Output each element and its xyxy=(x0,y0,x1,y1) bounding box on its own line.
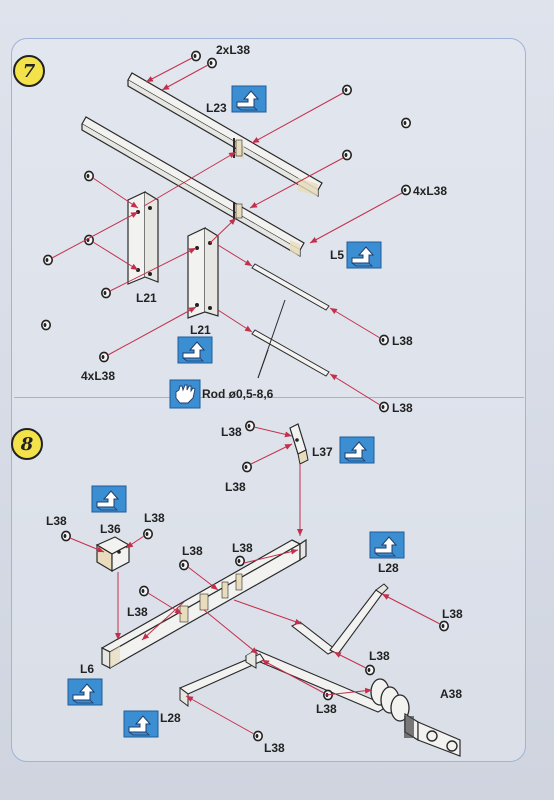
pin-l38 xyxy=(235,555,245,567)
pin-l38 xyxy=(378,334,390,346)
fold-arrow-icon xyxy=(346,241,382,269)
step-8-drawing: L38 L38 L37 L38 L38 L36 L38 L38 L38 L28 … xyxy=(46,420,463,757)
fold-arrow-icon xyxy=(91,485,127,513)
label-rod-pin-1: L38 xyxy=(392,334,413,348)
pin-l38 xyxy=(42,254,54,266)
fold-arrow-icon xyxy=(231,85,267,113)
part-l28-lower xyxy=(178,649,390,713)
step-7-badge: 7 xyxy=(13,55,45,87)
label-l28-right: L28 xyxy=(378,561,399,575)
pin-l38 xyxy=(253,730,264,742)
label-bottom-pin: L38 xyxy=(264,741,285,755)
step-divider xyxy=(14,397,524,398)
pin-l38 xyxy=(179,559,189,571)
part-l6-frame xyxy=(100,538,307,670)
label-right-pins: 4xL38 xyxy=(413,184,447,198)
pin-l38 xyxy=(191,50,201,62)
pin-l38 xyxy=(438,620,450,632)
label-top-pins: 2xL38 xyxy=(216,43,250,57)
pin-l38 xyxy=(341,84,353,96)
label-frame-pin-2: L38 xyxy=(232,541,253,555)
part-a38-spring xyxy=(370,678,461,757)
label-rod: Rod ø0,5-8,6 xyxy=(202,387,274,401)
label-arm-pin-lower: L38 xyxy=(316,702,337,716)
pin-l38 xyxy=(242,461,252,473)
label-l21-left: L21 xyxy=(136,291,157,305)
label-arm-pin-center: L38 xyxy=(369,649,390,663)
label-l36-pin-right: L38 xyxy=(144,511,165,525)
label-l36: L36 xyxy=(100,522,121,536)
fold-arrow-icon xyxy=(369,531,405,559)
assembly-arrows-step-7 xyxy=(51,57,403,406)
pin-l38 xyxy=(143,528,153,540)
pin-l38 xyxy=(84,170,94,182)
fold-arrow-icon xyxy=(67,678,103,706)
pin-l38 xyxy=(101,287,111,299)
part-l21-center xyxy=(187,227,219,319)
pin-l38 xyxy=(378,401,390,413)
label-arm-pin-right: L38 xyxy=(442,607,463,621)
step-8-badge: 8 xyxy=(11,428,43,460)
label-l37-pin-top: L38 xyxy=(221,425,242,439)
label-l37: L37 xyxy=(312,445,333,459)
label-frame-pin-3: L38 xyxy=(127,605,148,619)
label-rod-pin-2: L38 xyxy=(392,401,413,415)
hand-icon xyxy=(169,379,201,409)
part-l23-beam xyxy=(127,72,323,198)
pin-l38 xyxy=(364,664,376,676)
label-a38: A38 xyxy=(440,687,462,701)
pin-l38 xyxy=(139,585,149,597)
pin-l38 xyxy=(60,530,71,542)
pin-l38 xyxy=(99,351,109,363)
pin-l38 xyxy=(245,420,255,432)
fold-arrow-icon xyxy=(339,436,375,464)
label-l21-center: L21 xyxy=(190,323,211,337)
label-l6: L6 xyxy=(80,662,94,676)
pin-l38 xyxy=(400,117,412,129)
fold-arrow-icon xyxy=(177,336,213,364)
label-l23: L23 xyxy=(206,101,227,115)
part-l28-right xyxy=(290,583,389,655)
assembly-arrows-step-8 xyxy=(69,426,441,735)
glue-mark xyxy=(235,139,243,157)
part-l21-left xyxy=(127,191,159,285)
label-l28-bottom: L28 xyxy=(160,711,181,725)
step-7-drawing: 2xL38 L23 4xL38 L5 L21 L21 4xL38 L38 L38… xyxy=(40,43,447,415)
part-l5-beam xyxy=(81,116,305,258)
label-l36-pin-left: L38 xyxy=(46,514,67,528)
label-l5: L5 xyxy=(330,248,344,262)
pin-l38 xyxy=(207,57,217,69)
callout-line xyxy=(257,349,269,379)
pin-l38 xyxy=(40,319,52,331)
part-rod xyxy=(251,263,330,377)
label-l37-pin-bottom: L38 xyxy=(225,480,246,494)
pin-l38 xyxy=(341,149,353,161)
label-frame-pin-1: L38 xyxy=(182,544,203,558)
part-l37 xyxy=(289,423,309,465)
part-l36 xyxy=(95,536,131,573)
fold-arrow-icon xyxy=(123,710,159,738)
label-bottom-pins: 4xL38 xyxy=(81,369,115,383)
glue-mark xyxy=(235,203,243,219)
pin-l38 xyxy=(400,184,412,196)
